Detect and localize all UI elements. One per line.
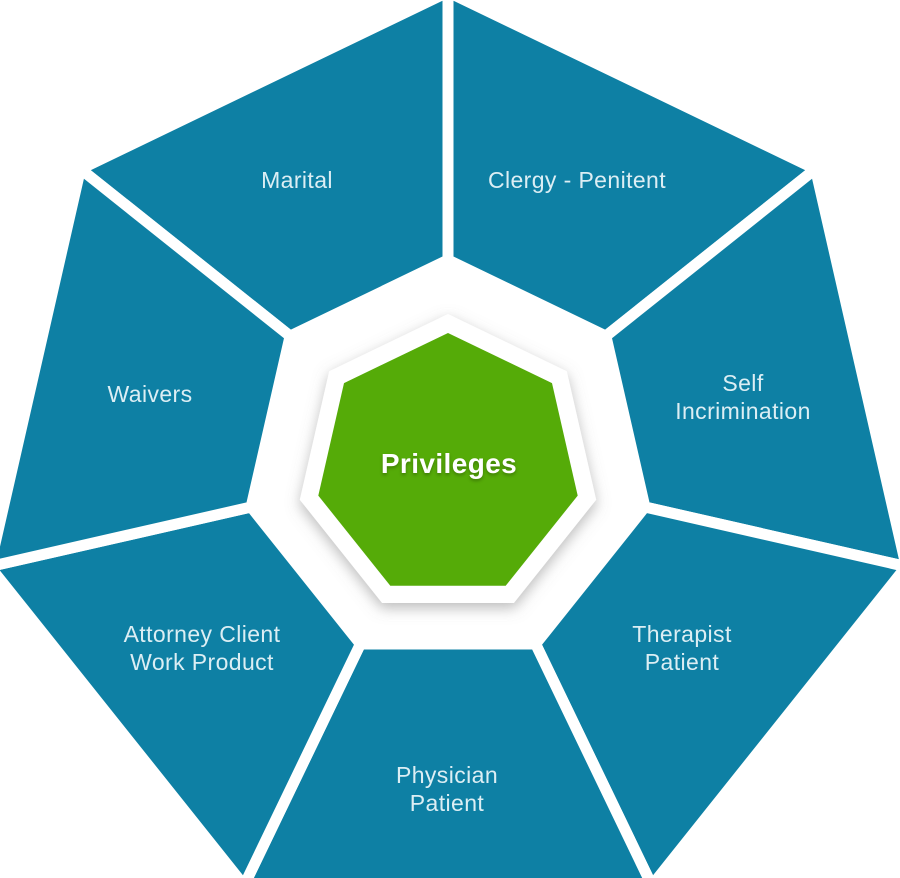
segment-waivers-shape [0,159,297,570]
center-heptagon [318,333,578,586]
